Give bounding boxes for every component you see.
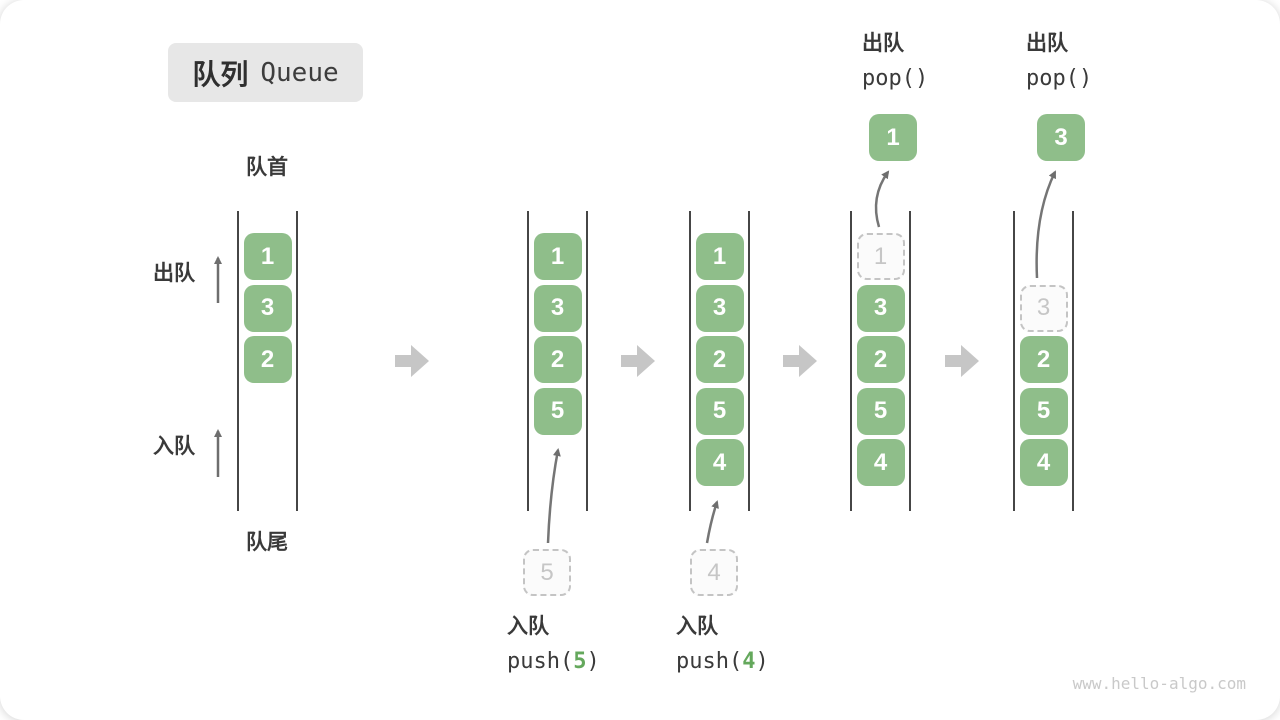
queue-front-label: 队首	[246, 156, 288, 179]
incoming-element: 5	[523, 549, 571, 596]
operation-code: push(4)	[676, 649, 769, 674]
queue-column	[527, 211, 588, 511]
popped-element: 3	[1037, 114, 1085, 161]
queue-column	[689, 211, 750, 511]
operation-name: 入队	[676, 615, 718, 638]
queue-slot: 2	[533, 336, 582, 383]
operation-label: 入队 push(4)	[676, 616, 769, 673]
queue-slot: 5	[1019, 387, 1068, 435]
queue-slot: 2	[1019, 336, 1068, 383]
queue-column	[850, 211, 911, 511]
operation-argument: 4	[742, 649, 756, 674]
operation-code: push(5)	[507, 649, 600, 674]
watermark: www.hello-algo.com	[1072, 674, 1246, 693]
title-badge: 队列 Queue	[168, 43, 363, 102]
queue-slot: 1	[243, 233, 292, 280]
queue-slot: 3	[243, 284, 292, 332]
queue-rear-label: 队尾	[246, 531, 288, 554]
enqueue-side-label: 入队	[153, 435, 195, 458]
queue-slot: 2	[856, 336, 905, 383]
queue-slot: 4	[1019, 439, 1068, 486]
queue-slot: 5	[856, 387, 905, 435]
queue-slot: 5	[533, 387, 582, 435]
queue-slot: 3	[1019, 284, 1068, 332]
queue-slot: 1	[533, 233, 582, 280]
incoming-element: 4	[690, 549, 738, 596]
queue-slot: 2	[243, 336, 292, 383]
operation-name: 出队	[862, 32, 904, 55]
queue-slot: 1	[695, 233, 744, 280]
queue-slot: 1	[856, 233, 905, 280]
operation-label: 入队 push(5)	[507, 616, 600, 673]
queue-column	[237, 211, 298, 511]
queue-slot: 3	[695, 284, 744, 332]
operation-argument: 5	[573, 649, 587, 674]
queue-column	[1013, 211, 1074, 511]
operation-label: 出队 pop()	[1026, 33, 1092, 90]
queue-slot: 5	[695, 387, 744, 435]
title-zh: 队列	[192, 58, 249, 90]
operation-code: pop()	[1026, 66, 1093, 91]
popped-element: 1	[869, 114, 917, 161]
queue-slot: 3	[533, 284, 582, 332]
operation-name: 出队	[1026, 32, 1068, 55]
operation-code: pop()	[862, 66, 929, 91]
operation-name: 入队	[507, 615, 549, 638]
title-en: Queue	[260, 57, 339, 88]
queue-slot: 2	[695, 336, 744, 383]
queue-slot: 4	[856, 439, 905, 486]
queue-slot: 4	[695, 439, 744, 486]
queue-slot: 3	[856, 284, 905, 332]
operation-label: 出队 pop()	[862, 33, 928, 90]
dequeue-side-label: 出队	[153, 262, 195, 285]
